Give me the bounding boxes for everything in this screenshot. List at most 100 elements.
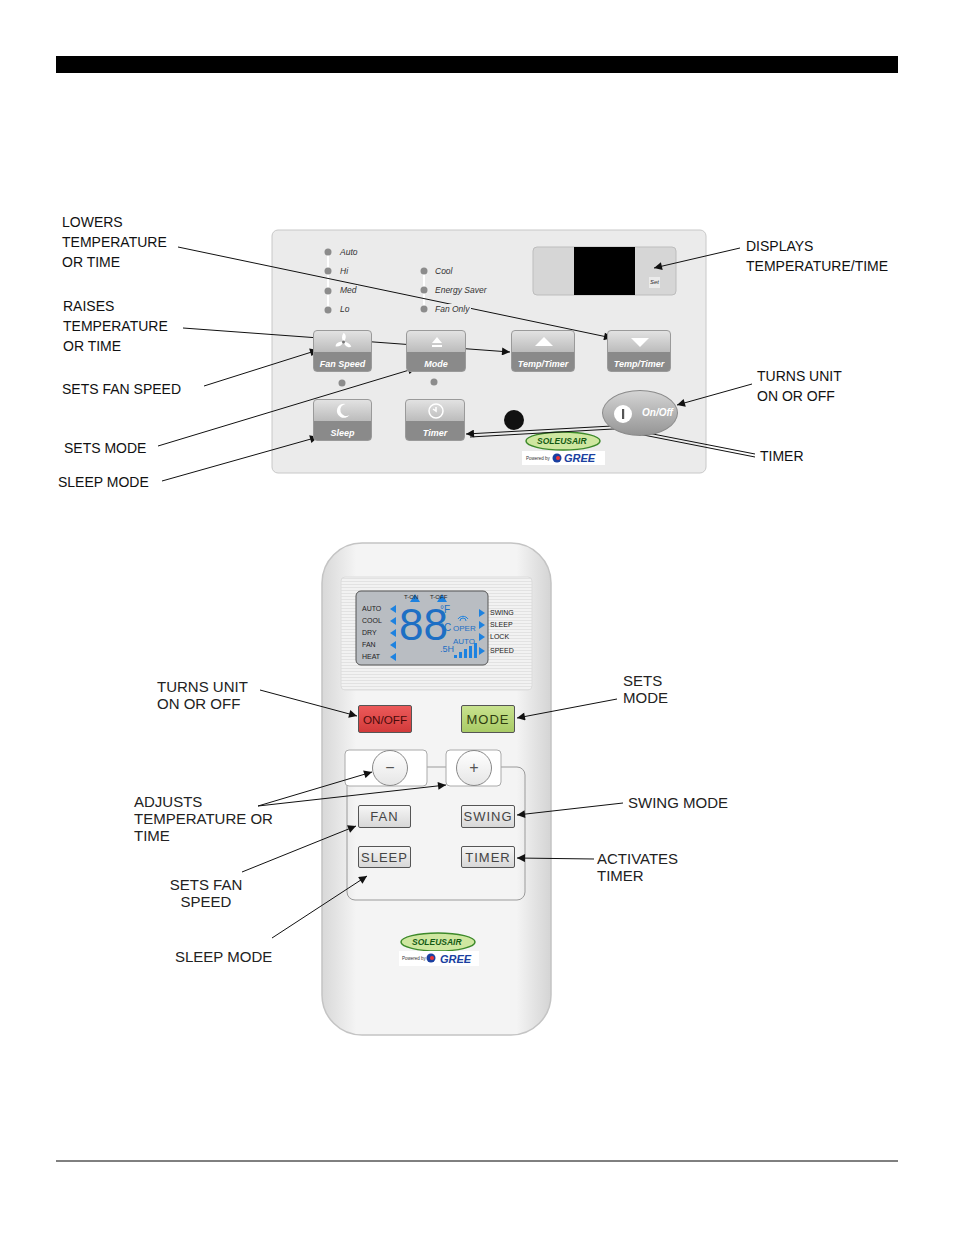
logo-text: SOLEUSAIR bbox=[537, 436, 587, 446]
button-label: Mode bbox=[424, 360, 448, 369]
lcd-label: .5H bbox=[440, 644, 454, 654]
lcd-label: T-ON bbox=[404, 593, 418, 601]
control-panel bbox=[272, 230, 706, 473]
led-track bbox=[327, 252, 329, 310]
lcd-signal bbox=[458, 616, 468, 621]
remote-button: SLEEP bbox=[358, 846, 411, 868]
leader-line bbox=[258, 785, 446, 806]
button-icon bbox=[607, 391, 637, 437]
button-label: + bbox=[469, 760, 478, 776]
leader-line bbox=[260, 690, 357, 716]
led bbox=[325, 288, 332, 295]
logo-mark bbox=[553, 454, 562, 463]
button-label: FAN bbox=[370, 809, 398, 824]
logo-oval bbox=[526, 432, 600, 450]
button-icon bbox=[406, 400, 466, 422]
lcd-label: AUTO bbox=[362, 605, 381, 613]
button-label: Fan Speed bbox=[320, 360, 366, 369]
panel-button: Mode bbox=[406, 330, 466, 372]
logo-ground bbox=[522, 451, 605, 465]
remote-button: ON/OFF bbox=[358, 705, 412, 733]
lcd-bar bbox=[464, 649, 467, 658]
callout-label: RAISES TEMPERATURE OR TIME bbox=[63, 296, 181, 356]
callout-label: TURNS UNIT ON OR OFF bbox=[757, 366, 865, 406]
panel-button: Temp/Timer bbox=[511, 330, 575, 372]
lcd-arrow bbox=[479, 633, 485, 641]
button-label: TIMER bbox=[465, 850, 510, 865]
callout-label: ACTIVATES TIMER bbox=[597, 850, 702, 884]
button-label: Sleep bbox=[330, 429, 354, 438]
panel-button: Temp/Timer bbox=[607, 330, 671, 372]
remote-body bbox=[322, 543, 551, 1035]
lcd-arrow bbox=[390, 617, 396, 625]
lcd-label: COOL bbox=[362, 617, 382, 625]
button-icon bbox=[314, 400, 373, 422]
arrow-icon bbox=[631, 338, 649, 347]
bar-icon bbox=[432, 345, 442, 347]
lcd-label: DRY bbox=[362, 629, 377, 637]
lcd-label: °C bbox=[440, 622, 451, 633]
button-icon bbox=[512, 331, 576, 353]
lcd-arrow bbox=[390, 605, 396, 613]
remote-button: − bbox=[372, 750, 408, 786]
callout-label: SWING MODE bbox=[628, 794, 728, 811]
indicator-label: Fan Only bbox=[434, 304, 471, 315]
button-label: ON/OFF bbox=[363, 713, 407, 726]
callout-label: SETS MODE bbox=[64, 438, 146, 458]
button-label: On/Off bbox=[642, 408, 668, 418]
logo-text: SOLEUSAIR bbox=[412, 937, 462, 947]
lcd-screen bbox=[356, 591, 488, 665]
leader-line bbox=[258, 772, 372, 806]
panel-button: Timer bbox=[405, 399, 465, 441]
leader-line bbox=[242, 826, 356, 872]
led bbox=[421, 306, 428, 313]
led bbox=[325, 307, 332, 314]
sensor-dot bbox=[504, 410, 524, 430]
led bbox=[325, 249, 332, 256]
logo-oval bbox=[401, 933, 475, 951]
indicator-label: Cool bbox=[434, 266, 453, 277]
icon-shape bbox=[335, 333, 352, 348]
lcd-arrow bbox=[390, 653, 396, 661]
leader-line bbox=[272, 876, 367, 938]
indicator-label: Auto bbox=[339, 247, 359, 258]
panel-button: Fan Speed bbox=[313, 330, 372, 372]
lcd-bar bbox=[469, 646, 472, 658]
panel-button: Sleep bbox=[313, 399, 372, 441]
button-icon bbox=[314, 331, 373, 353]
icon-shape bbox=[631, 338, 649, 347]
icon-shape bbox=[429, 404, 443, 418]
lcd-arrow bbox=[479, 621, 485, 629]
leader-line bbox=[158, 368, 416, 446]
lcd-label: HEAT bbox=[362, 653, 380, 661]
callout-label: SETS FAN SPEED bbox=[158, 876, 254, 910]
fan-blade bbox=[335, 340, 345, 348]
power-bar bbox=[622, 409, 624, 419]
icon-shape bbox=[432, 337, 442, 347]
led bbox=[325, 268, 332, 275]
lcd-label: LOCK bbox=[490, 633, 509, 641]
leader-lines bbox=[158, 247, 755, 481]
arrow-icon bbox=[432, 337, 442, 343]
icon-shape bbox=[535, 337, 553, 346]
leader-line bbox=[517, 803, 623, 815]
indicator-label: Set bbox=[649, 277, 660, 288]
lcd-arrow bbox=[390, 641, 396, 649]
led bbox=[431, 379, 438, 386]
leader-line bbox=[466, 426, 755, 454]
led bbox=[421, 287, 428, 294]
button-label: Temp/Timer bbox=[614, 360, 665, 369]
leader-line bbox=[470, 429, 755, 457]
lcd-label: °F bbox=[440, 604, 450, 615]
button-label: Timer bbox=[423, 429, 447, 438]
callout-label: LOWERS TEMPERATURE OR TIME bbox=[62, 212, 180, 272]
callout-label: DISPLAYS TEMPERATURE/TIME bbox=[746, 236, 901, 276]
logo-mark bbox=[427, 954, 436, 963]
remote-button: + bbox=[456, 750, 492, 786]
lcd-label: SPEED bbox=[490, 647, 514, 655]
indicator-label: Energy Saver bbox=[434, 285, 488, 296]
callout-label: SETS FAN SPEED bbox=[62, 379, 181, 399]
footer-rule bbox=[56, 1161, 898, 1162]
callout-label: ADJUSTS TEMPERATURE OR TIME bbox=[134, 793, 274, 844]
callout-label: SLEEP MODE bbox=[175, 948, 272, 965]
